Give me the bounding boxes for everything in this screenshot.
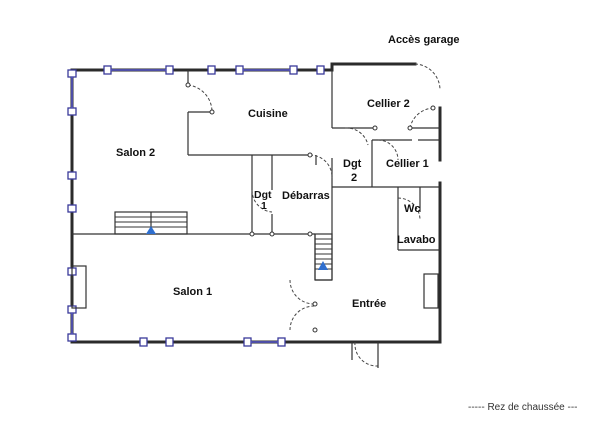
windows [67,65,325,347]
room-label-entree: Entrée [352,298,387,310]
legend-dash-left: ----- [468,402,488,413]
room-label-dgt2-line2: 2 [351,172,358,184]
room-label-cellier2: Cellier 2 [367,98,410,110]
room-label-dgt2-line1: Dgt [343,158,362,170]
room-label-salon2: Salon 2 [116,147,156,159]
room-label-wc: Wc [404,203,421,215]
room-label-cuisine: Cuisine [248,108,288,120]
room-label-salon1: Salon 1 [173,286,213,298]
level-label: Rez de chaussée [487,402,565,413]
room-label-debarras: Débarras [282,190,330,202]
stairs-salon2 [114,211,188,235]
wall-posts [185,82,436,333]
room-label-dgt1-line1: Dgt [254,189,272,201]
room-label-cellier1: Cellier 1 [386,158,429,170]
legend-dash-right: --- [564,402,578,413]
stairs-entree [314,233,333,281]
wall-fixtures [71,265,439,309]
acces-garage-label: Accès garage [388,34,460,46]
doors [187,63,441,368]
room-label-lavabo: Lavabo [397,234,436,246]
room-label-dgt1-line2: 1 [261,200,267,212]
level-legend: ----- Rez de chaussée --- [468,402,578,413]
